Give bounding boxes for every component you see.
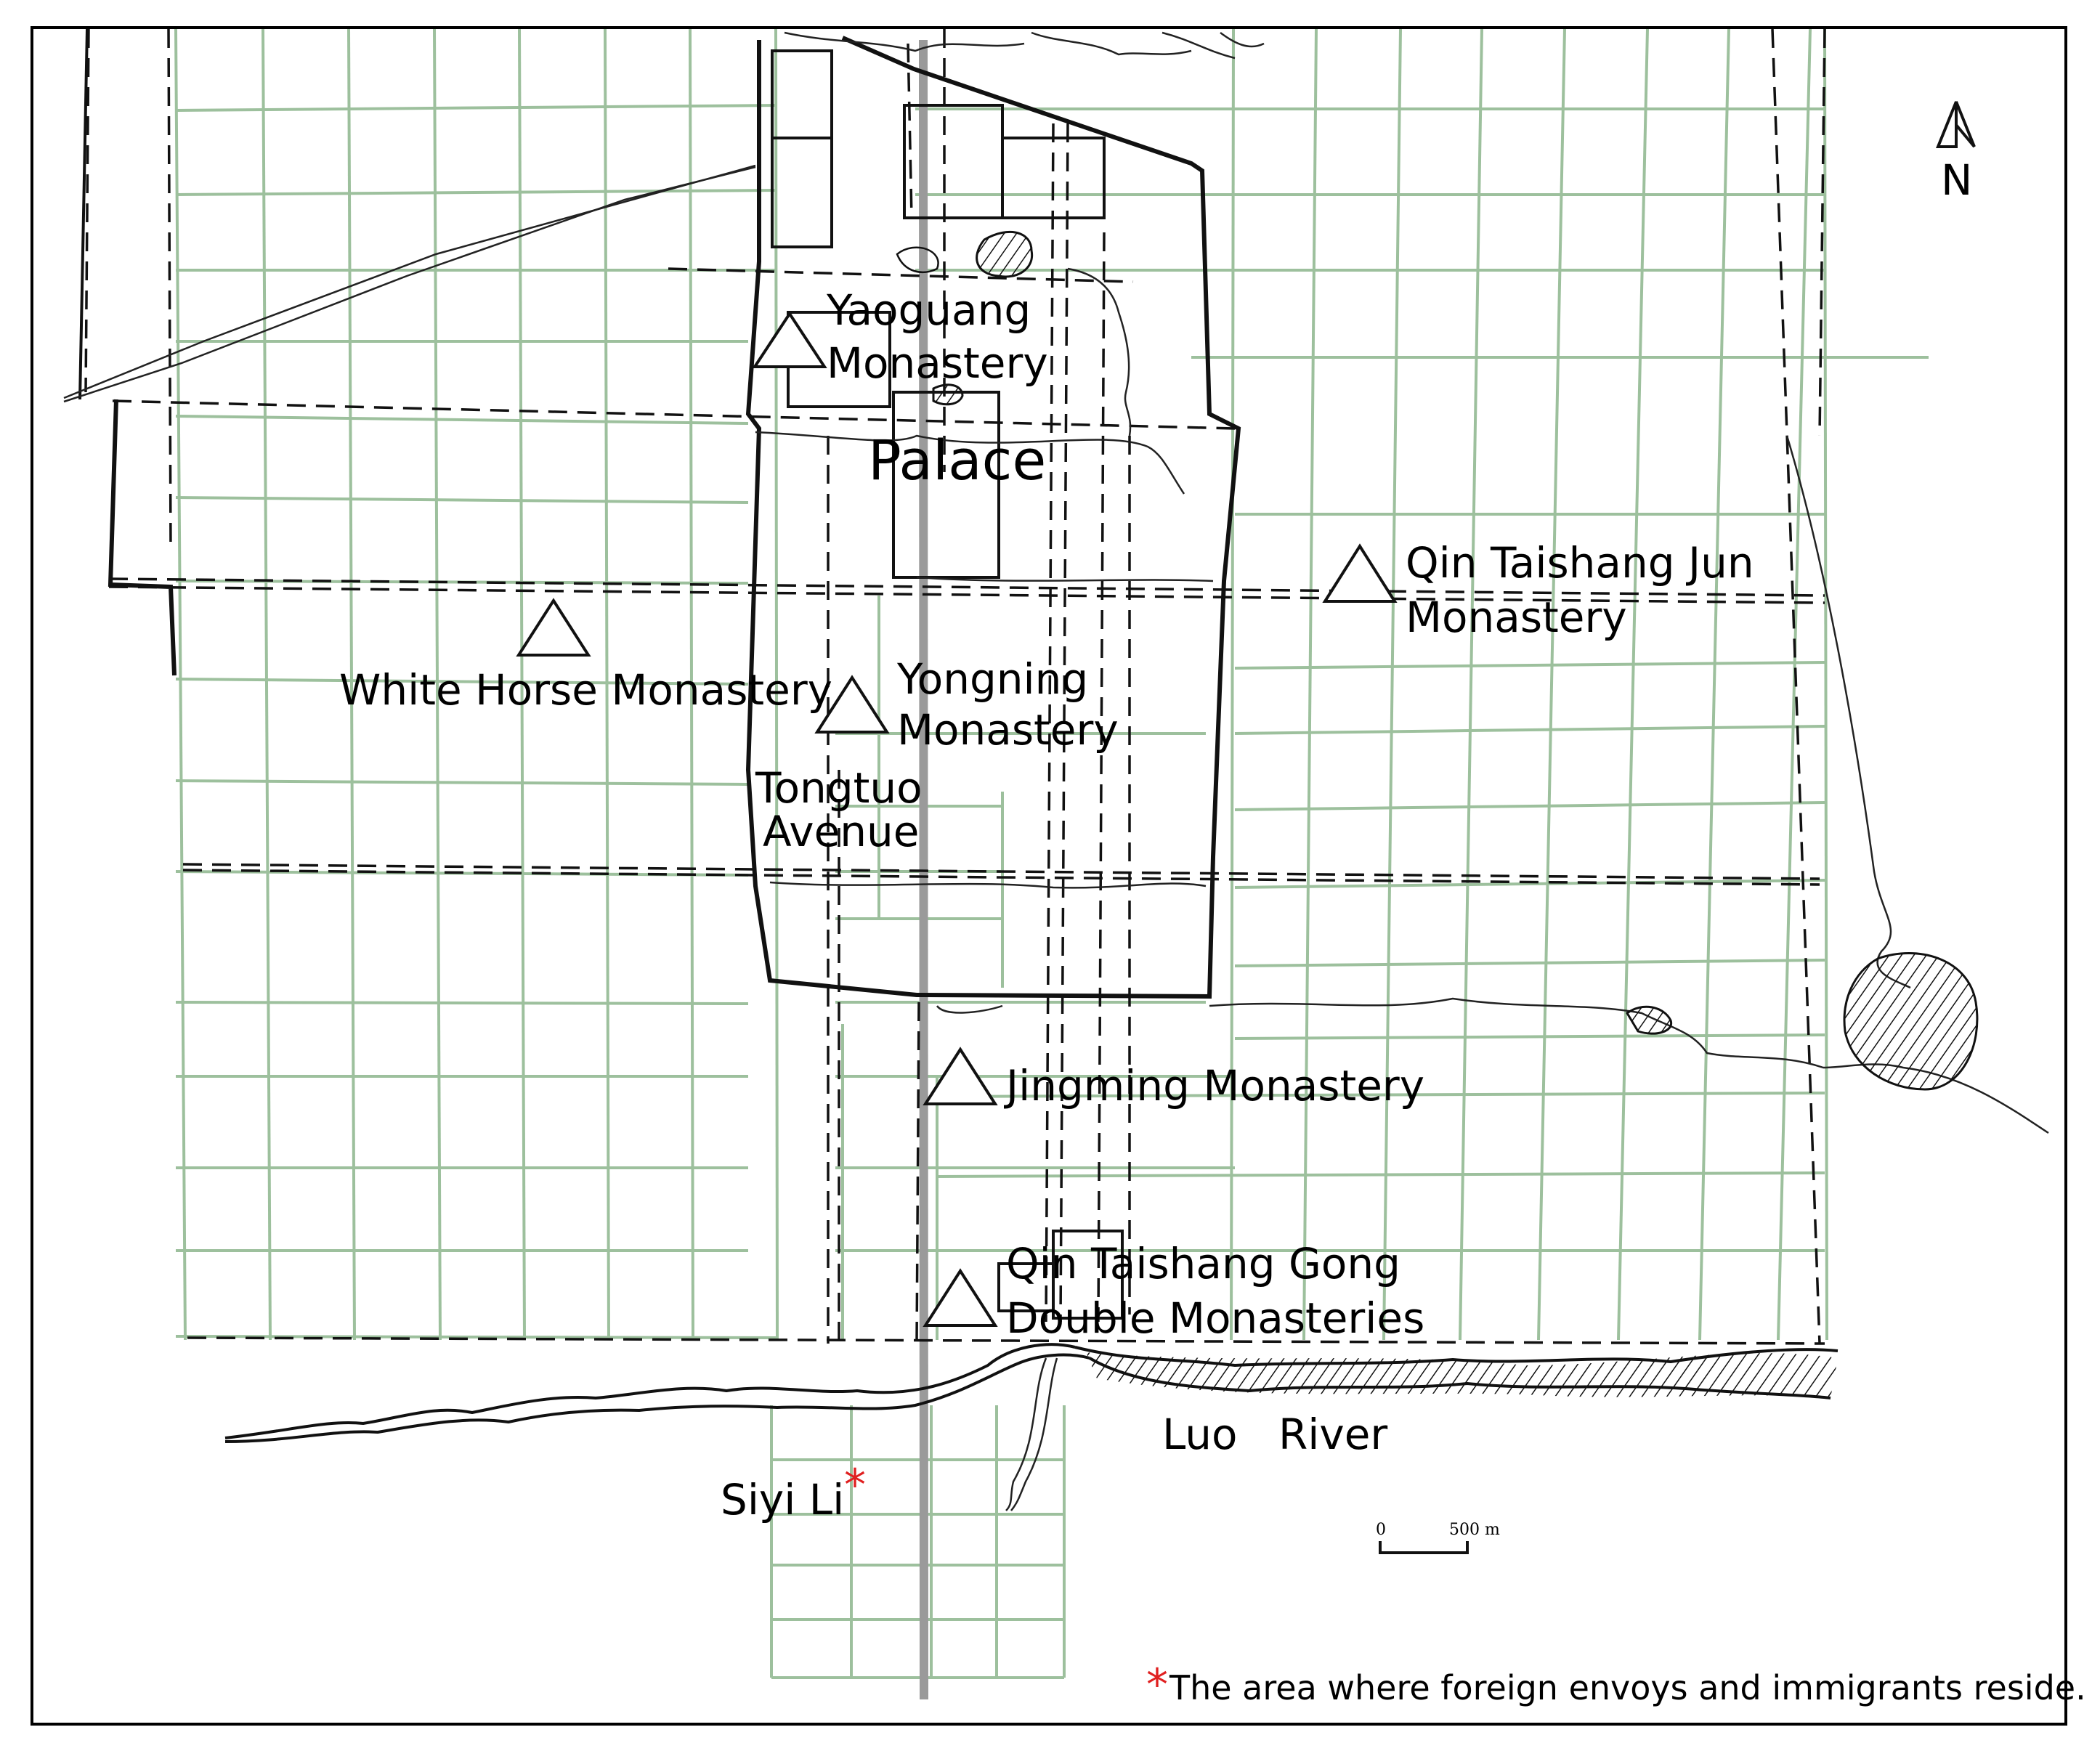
triangle-icon [516, 598, 591, 657]
monastery-label: Yongning [896, 654, 1088, 704]
palace-label: Palace [868, 428, 1046, 492]
monastery-markers [516, 311, 1398, 1327]
north-terrain [784, 31, 1265, 60]
scale-start-label: 0 [1376, 1521, 1386, 1539]
monastery-label: Qin Taishang Jun [1406, 538, 1754, 588]
city-walls [78, 28, 1241, 1320]
avenue-label: Avenue [763, 807, 920, 856]
triangle-icon [1322, 543, 1398, 603]
river-label: Luo [1162, 1410, 1238, 1459]
north-arrow-icon [1936, 101, 1976, 148]
triangle-icon [923, 1268, 998, 1327]
monastery-label: Monastery [1406, 593, 1627, 642]
triangle-icon [923, 1047, 998, 1105]
scale-bar: 0 500 m [1376, 1521, 1500, 1554]
dashed-roads [84, 28, 1826, 1345]
ward-label: Siyi Li [721, 1475, 844, 1524]
monastery-label: Yaoguang [826, 285, 1031, 335]
monastery-label: Monastery [827, 338, 1048, 388]
monastery-label: Monastery [897, 705, 1119, 755]
monastery-label: Jingming Monastery [1004, 1061, 1424, 1110]
monastery-label: Double Monasteries [1006, 1293, 1424, 1343]
monastery-label: Qin Taishang Gong [1006, 1239, 1400, 1288]
luo-river [224, 1343, 1838, 1443]
note-marker: * [1146, 1659, 1168, 1710]
avenue-label: Tongtuo [755, 763, 923, 813]
north-label: N [1941, 155, 1972, 205]
triangle-icon [752, 311, 827, 368]
triangle-icon [814, 675, 890, 734]
note-text: The area where foreign envoys and immigr… [1169, 1668, 2086, 1707]
map-frame [31, 26, 2067, 1726]
river-label: River [1278, 1410, 1387, 1459]
ward-marker: * [844, 1460, 866, 1511]
lakes [896, 230, 1979, 1091]
monastery-label: White Horse Monastery [339, 665, 832, 715]
ward-grid [174, 28, 1929, 1679]
scale-end-label: 500 m [1449, 1521, 1500, 1539]
